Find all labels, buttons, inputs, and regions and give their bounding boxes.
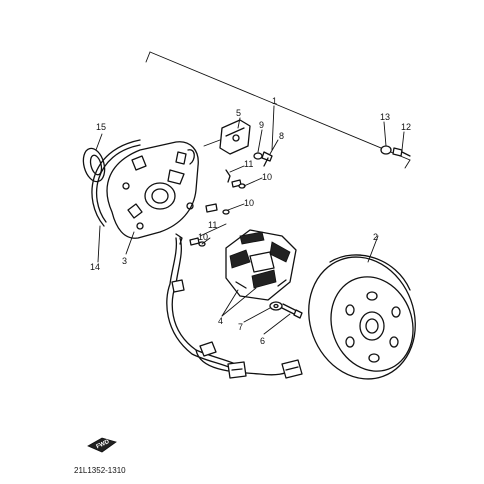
stator-base-plate-part-3 — [106, 141, 199, 239]
assembly-bracket-line — [145, 51, 411, 169]
callout-9: 9 — [259, 120, 264, 130]
callout-15: 15 — [96, 122, 106, 132]
callout-3: 3 — [122, 256, 127, 266]
flywheel-rotor-part-2 — [308, 254, 416, 380]
screw-part-8 — [261, 151, 273, 167]
callout-12: 12 — [401, 122, 411, 132]
connector-plug-right — [281, 359, 303, 379]
callout-10-middle: 10 — [244, 198, 254, 208]
oil-seal-part-15 — [82, 147, 106, 183]
callout-5: 5 — [236, 108, 241, 118]
stator-coil-part-4 — [225, 229, 297, 301]
leader-lines — [95, 105, 405, 335]
spring-washer-part-11-upper — [225, 169, 231, 183]
fwd-label: FWD — [96, 439, 112, 450]
o-ring-part-14 — [91, 139, 141, 227]
washer-part-13 — [380, 145, 392, 155]
washer-part-9 — [253, 152, 263, 160]
callout-1: 1 — [272, 96, 277, 106]
drawing-part-code: 21L1352-1310 — [74, 466, 126, 475]
callout-13: 13 — [380, 112, 390, 122]
screw-part-10-middle — [205, 203, 230, 215]
callout-7: 7 — [238, 322, 243, 332]
bolt-part-12 — [392, 147, 411, 157]
callout-8: 8 — [279, 131, 284, 141]
callout-2: 2 — [373, 232, 378, 242]
callout-4: 4 — [218, 316, 223, 326]
connector-plug-left — [227, 361, 247, 379]
callout-10-lower: 10 — [198, 232, 208, 242]
callout-10-upper: 10 — [262, 172, 272, 182]
washer-part-7 — [269, 301, 283, 311]
callout-14: 14 — [90, 262, 100, 272]
callout-11-upper: 11 — [244, 159, 253, 169]
bolt-part-6 — [281, 303, 303, 319]
callout-11-lower: 11 — [208, 220, 217, 230]
callout-6: 6 — [260, 336, 265, 346]
pickup-coil-part-5 — [203, 119, 251, 155]
fwd-direction-badge: FWD — [87, 437, 117, 453]
screw-part-10-upper — [231, 179, 246, 189]
